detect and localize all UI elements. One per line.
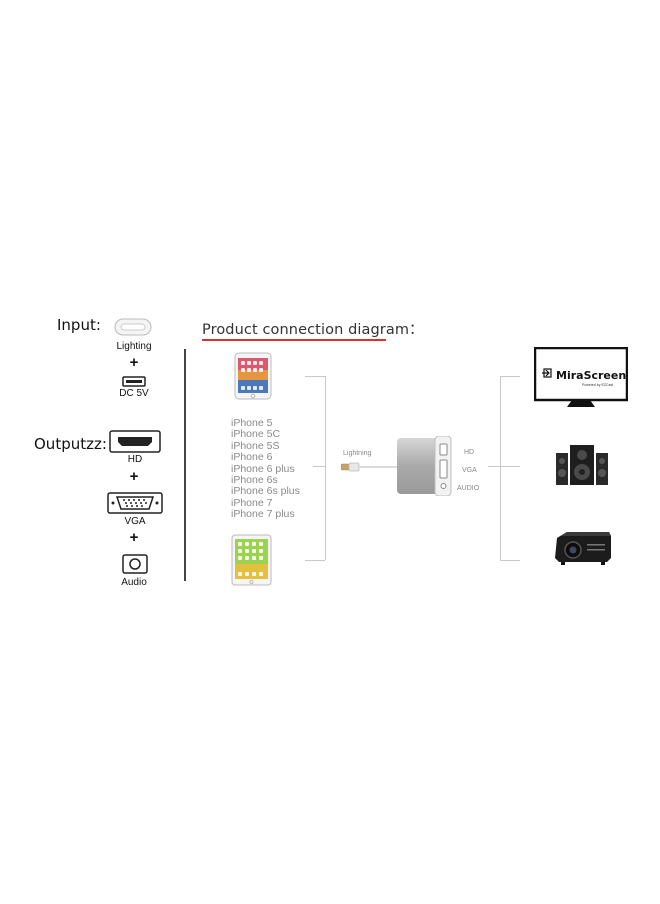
lightning-cable-icon: [340, 460, 399, 472]
models-list: iPhone 5 iPhone 5C iPhone 5S iPhone 6 iP…: [231, 417, 300, 521]
ipad-icon: [231, 534, 272, 586]
bracket-line: [305, 376, 325, 377]
diagram-title: Product connection diagram：: [202, 322, 424, 338]
model-item: iPhone 6 plus: [231, 462, 295, 475]
tv-tagline-text: Powered by EZCast: [582, 383, 614, 387]
lightning-port-icon: [114, 317, 152, 337]
tv-brand-text: MiraScreen: [556, 369, 627, 382]
adapter-icon: [396, 435, 452, 497]
title-underline: [202, 339, 386, 341]
hdmi-port-icon: [109, 430, 161, 453]
vga-label: VGA: [124, 516, 146, 527]
bracket-line: [305, 560, 325, 561]
model-item: iPhone 7 plus: [231, 508, 295, 521]
iphone-icon: [234, 352, 272, 400]
usb-port-icon: [122, 374, 146, 387]
plus-sign: +: [129, 354, 139, 371]
projector-icon: [553, 530, 613, 566]
bracket-line: [500, 560, 520, 561]
model-item: iPhone 6: [231, 451, 273, 464]
bracket-line: [500, 376, 520, 377]
bracket-line: [500, 376, 501, 560]
model-item: iPhone 5: [231, 417, 273, 429]
dc-port-label: DC 5V: [119, 388, 149, 399]
adapter-port-label: VGA: [462, 467, 477, 474]
speakers-icon: [554, 443, 610, 487]
model-item: iPhone 5C: [231, 428, 281, 441]
model-item: iPhone 6s plus: [231, 485, 300, 498]
divider: [184, 349, 186, 581]
tv-icon: [533, 346, 629, 410]
adapter-port-label: AUDIO: [457, 485, 480, 492]
bracket-line: [313, 466, 325, 467]
hd-label: HD: [127, 454, 143, 465]
bracket-line: [325, 376, 326, 560]
vga-port-icon: [107, 492, 163, 514]
input-label: Input:: [57, 316, 101, 334]
outputs-label: Outputzz:: [34, 435, 107, 453]
plus-sign: +: [129, 529, 139, 546]
lightning-port-label: Lighting: [116, 341, 152, 352]
model-item: iPhone 6s: [231, 474, 278, 487]
model-item: iPhone 5S: [231, 439, 280, 452]
bracket-line: [488, 466, 500, 467]
cable-label: Lightning: [343, 450, 372, 457]
model-item: iPhone 7: [231, 496, 273, 509]
plus-sign: +: [129, 468, 139, 485]
audio-label: Audio: [121, 577, 147, 588]
bracket-line: [500, 466, 520, 467]
adapter-port-label: HD: [464, 449, 475, 456]
audio-port-icon: [122, 554, 148, 574]
